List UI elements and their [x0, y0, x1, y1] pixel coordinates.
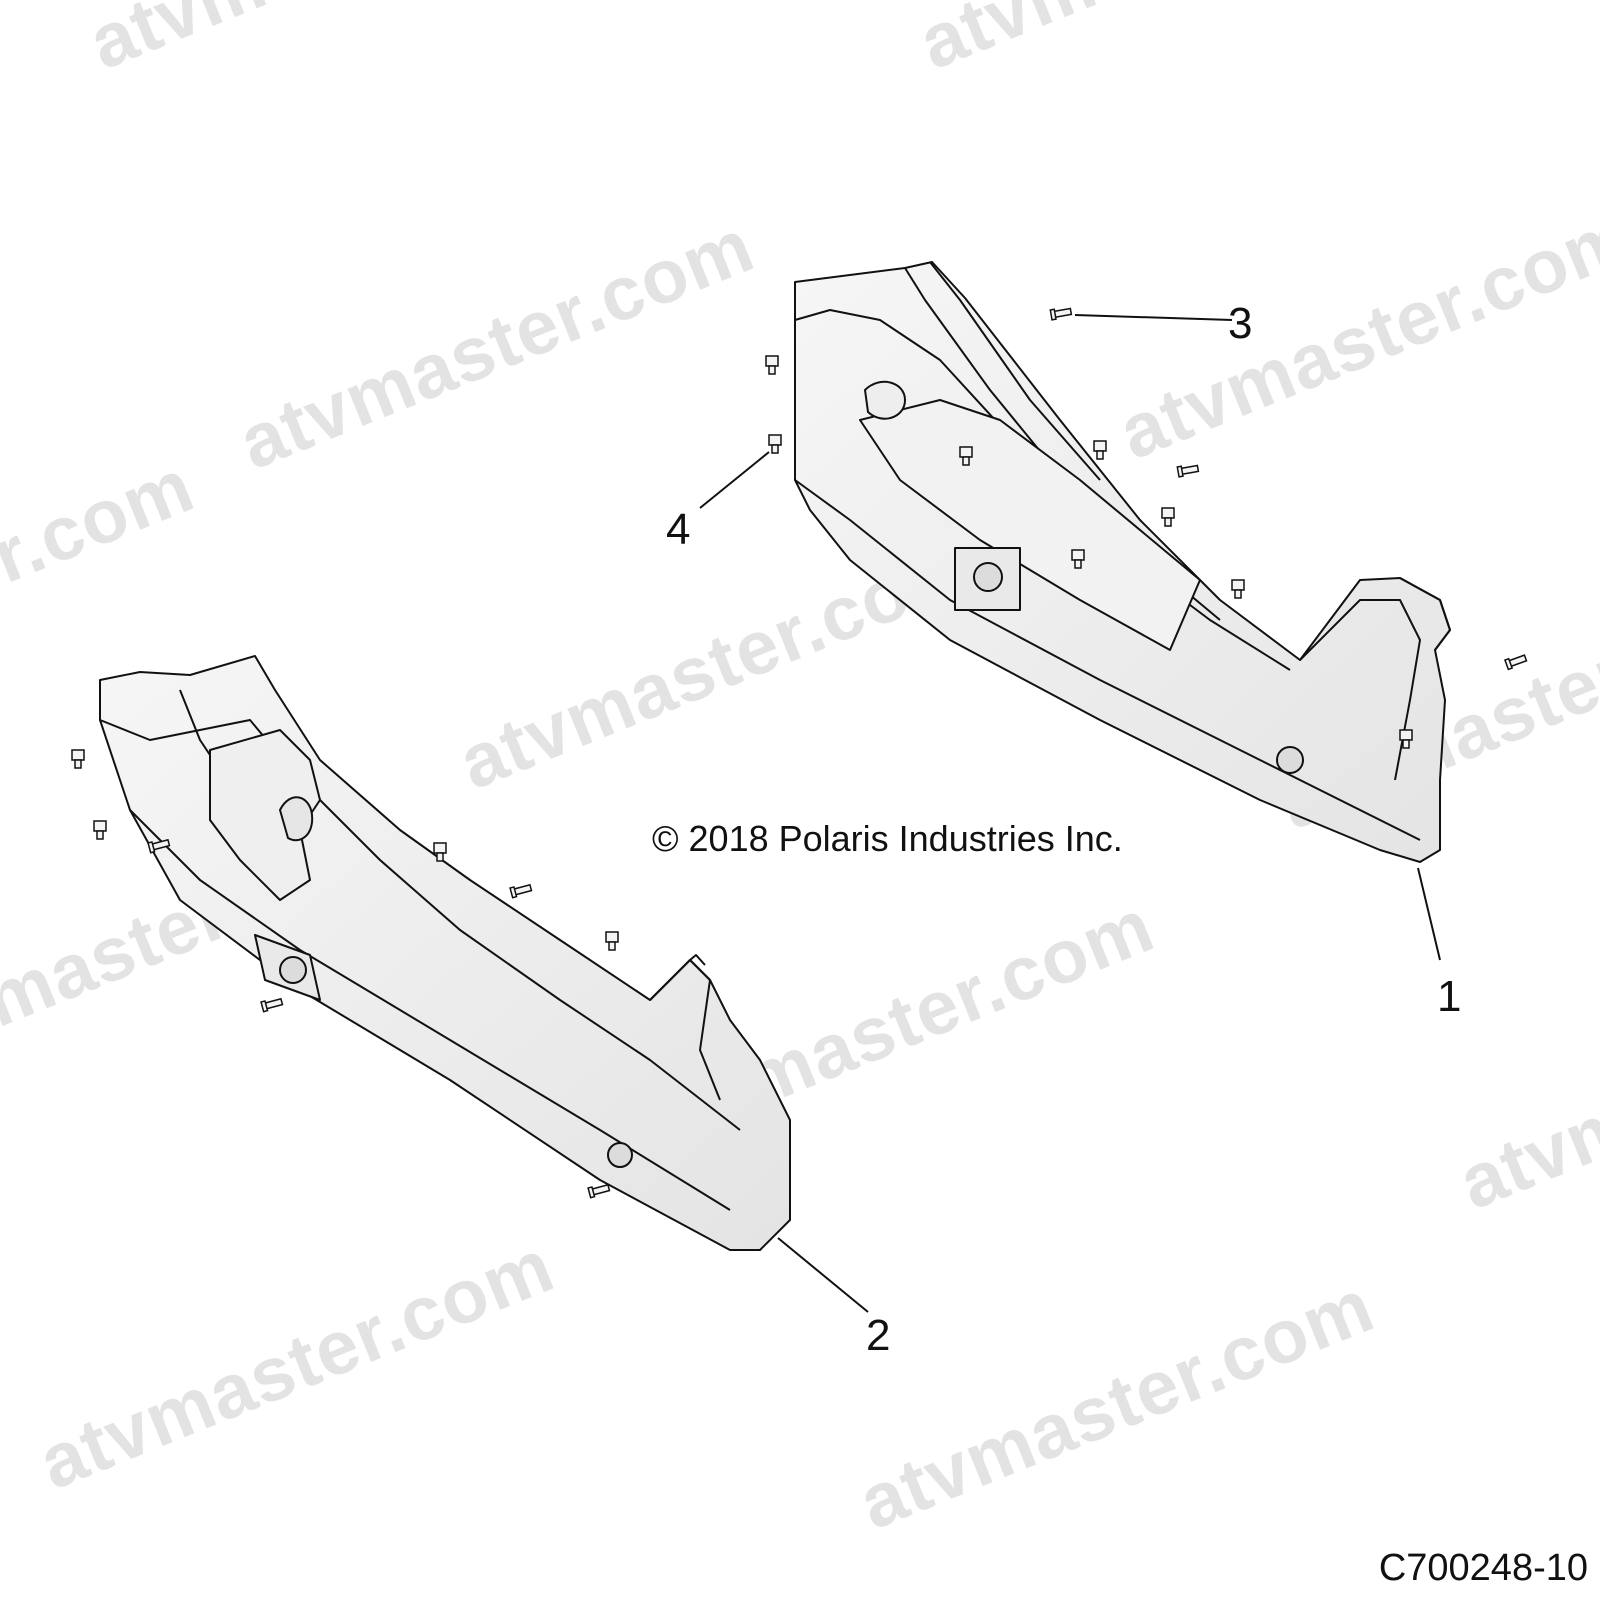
leader-line-3: [1074, 314, 1233, 321]
fastener-icon: [93, 820, 107, 840]
callout-4: 4: [666, 505, 691, 554]
fastener-icon: [71, 749, 85, 769]
fastener-icon: [1503, 654, 1528, 671]
fastener-icon: [1399, 729, 1413, 749]
fastener-icon: [1049, 307, 1073, 321]
copyright-notice: © 2018 Polaris Industries Inc.: [652, 818, 1123, 859]
fastener-icon: [605, 931, 619, 951]
fastener-icon: [765, 355, 779, 375]
callout-3: 3: [1228, 299, 1253, 348]
rocker-panel-left: [99, 655, 791, 1251]
figure-id: C700248-10: [1378, 1547, 1588, 1589]
leader-line-1: [1417, 867, 1441, 961]
callout-2: 2: [866, 1311, 891, 1360]
fastener-icon: [1176, 464, 1200, 478]
fastener-icon: [1231, 579, 1245, 599]
fastener-icon: [1071, 549, 1085, 569]
fastener-icon: [147, 838, 171, 854]
leader-line-2: [777, 1237, 869, 1313]
fastener-icon: [260, 997, 284, 1013]
fastener-group: [71, 307, 1528, 1199]
fastener-icon: [959, 446, 973, 466]
fastener-icon: [1093, 440, 1107, 460]
leader-line-4: [699, 451, 770, 509]
fastener-icon: [1161, 507, 1175, 527]
fastener-icon: [587, 1183, 611, 1199]
rocker-panel-right: [794, 261, 1451, 863]
leader-lines: [699, 314, 1441, 1313]
fastener-icon: [433, 842, 447, 862]
fastener-icon: [509, 883, 533, 899]
fastener-icon: [768, 434, 782, 454]
callout-1: 1: [1437, 972, 1462, 1021]
